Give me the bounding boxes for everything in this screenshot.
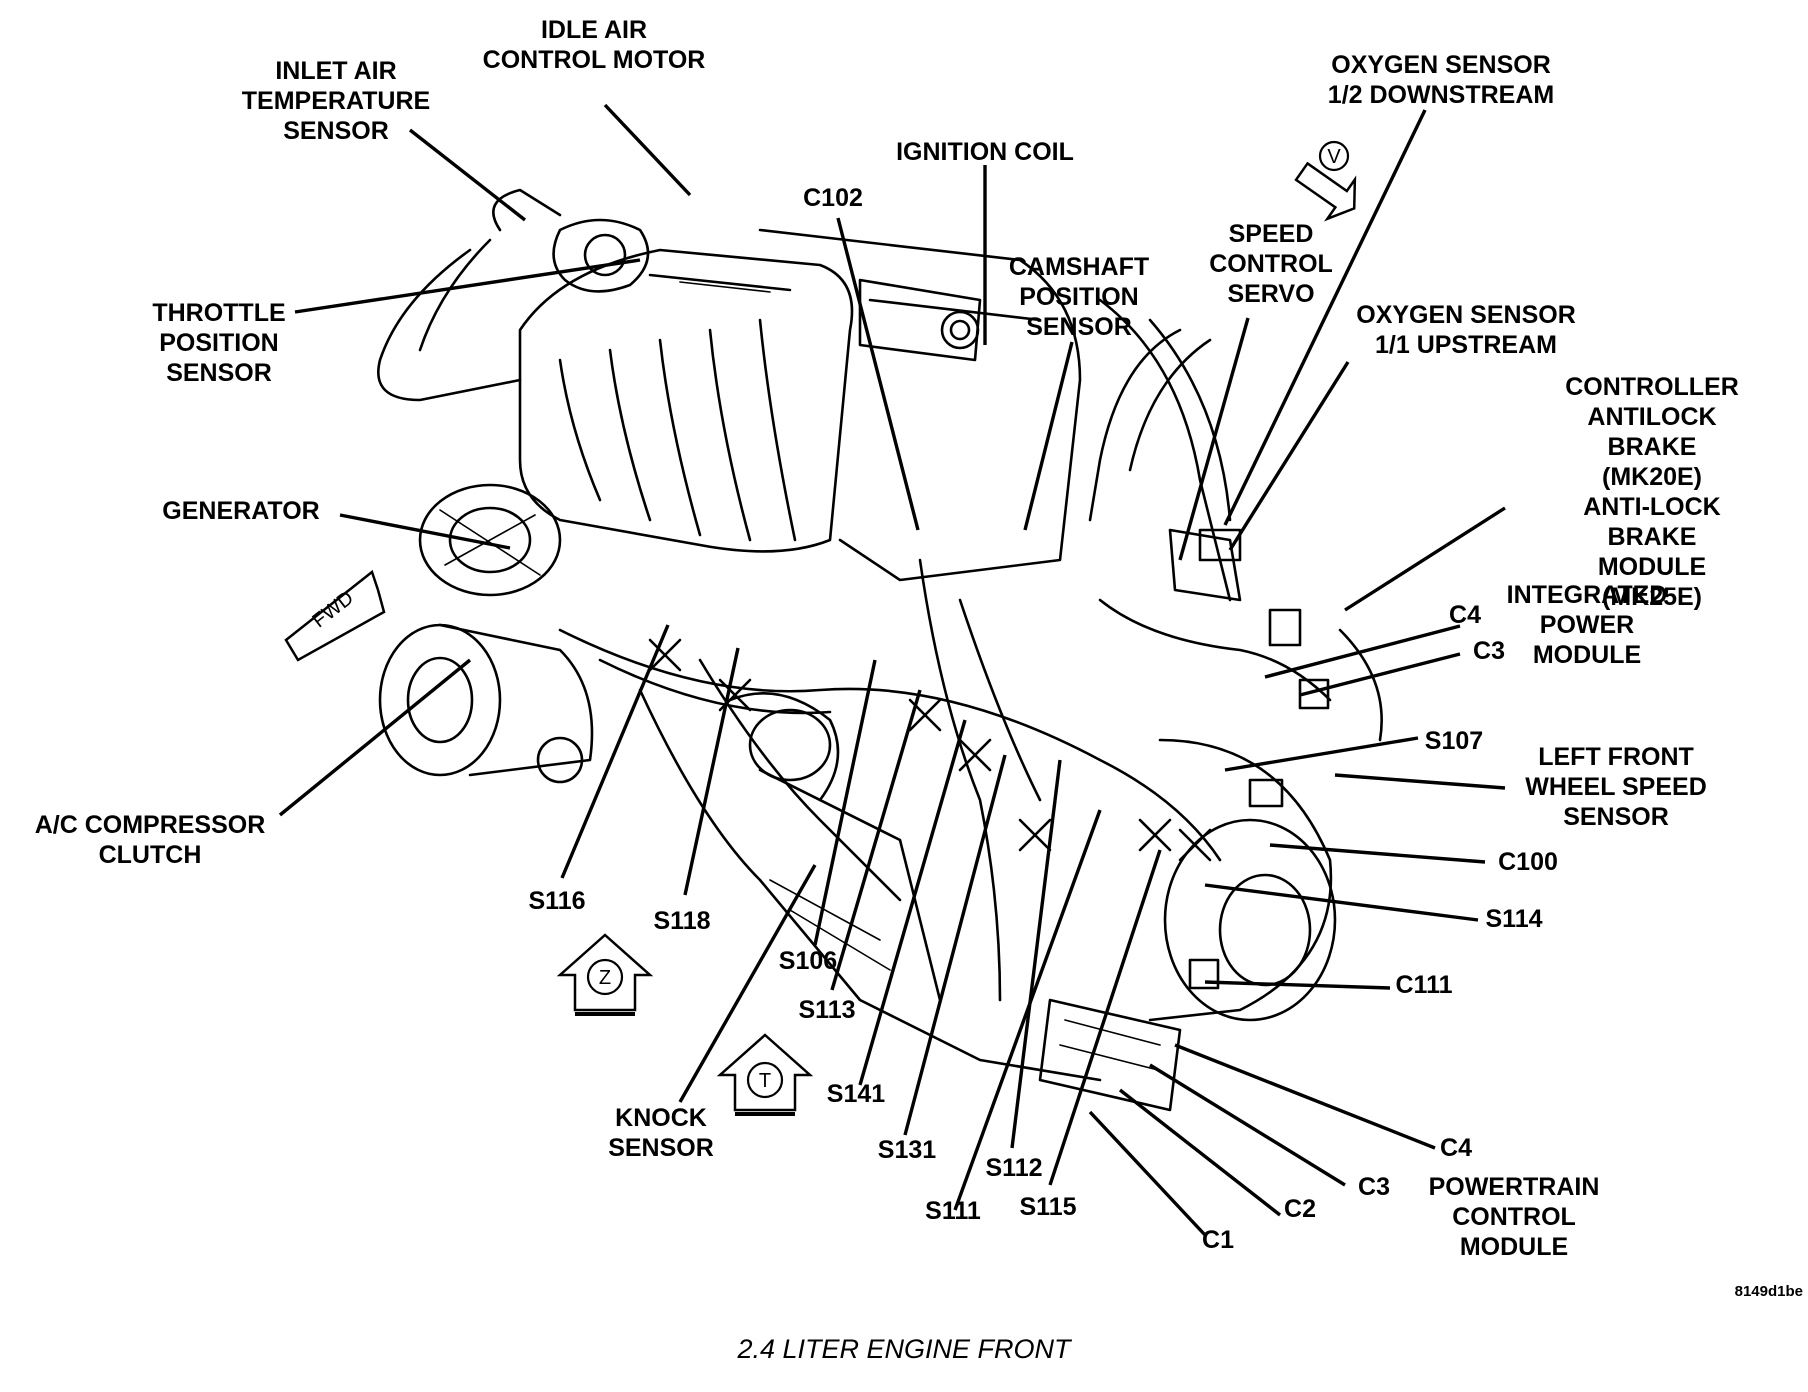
leader-lines — [278, 103, 1506, 1237]
leader-knock — [678, 864, 817, 1103]
leader-c1 — [1088, 1110, 1207, 1237]
leader-s114 — [1204, 883, 1479, 922]
t-direction-text: T — [759, 1070, 771, 1092]
fwd-arrow-icon: FWD — [284, 569, 386, 662]
leader-c3-upper — [1299, 652, 1461, 697]
leader-abs — [1344, 506, 1506, 612]
v-direction-text: V — [1327, 146, 1341, 168]
label-c111: C111 — [1395, 971, 1453, 999]
leader-c4-upper — [1264, 624, 1461, 679]
leader-c111 — [1204, 980, 1391, 990]
t-direction-icon: T — [716, 1033, 814, 1116]
leader-s106 — [813, 659, 877, 946]
label-inlet-air-temperature-sensor: INLET AIR TEMPERATURE SENSOR — [241, 57, 431, 145]
engine-drawing — [377, 188, 1383, 1112]
label-s114: S114 — [1485, 905, 1543, 933]
leader-idle-air — [603, 103, 692, 197]
label-s112: S112 — [985, 1154, 1043, 1182]
leader-c4-lower — [1174, 1043, 1436, 1150]
leader-o2-up — [1228, 361, 1350, 551]
label-integrated-power-module: INTEGRATED POWER MODULE — [1506, 581, 1668, 669]
label-s107: S107 — [1424, 727, 1484, 755]
leader-ac — [278, 658, 472, 817]
leader-c2 — [1118, 1088, 1282, 1217]
leader-s141 — [858, 719, 967, 1086]
label-s111: S111 — [925, 1197, 981, 1225]
label-throttle-position-sensor: THROTTLE POSITION SENSOR — [152, 299, 286, 387]
label-controller-antilock-brake: CONTROLLER ANTILOCK BRAKE (MK20E) ANTI-L… — [1565, 373, 1739, 611]
leader-c102 — [836, 217, 920, 531]
label-s118: S118 — [653, 907, 711, 935]
label-c100: C100 — [1498, 848, 1558, 876]
label-s106: S106 — [778, 947, 838, 975]
leader-s118 — [683, 647, 740, 896]
label-camshaft-position-sensor: CAMSHAFT POSITION SENSOR — [1008, 253, 1150, 341]
label-s113: S113 — [798, 996, 856, 1024]
leader-s107 — [1224, 736, 1419, 772]
figure-caption: 2.4 LITER ENGINE FRONT — [737, 1334, 1071, 1364]
label-left-front-wheel-speed-sensor: LEFT FRONT WHEEL SPEED SENSOR — [1525, 743, 1707, 831]
label-oxygen-sensor-downstream: OXYGEN SENSOR 1/2 DOWNSTREAM — [1327, 51, 1555, 109]
leader-s131 — [903, 754, 1007, 1136]
leader-s115 — [1048, 849, 1162, 1186]
label-c2: C2 — [1284, 1195, 1316, 1223]
leader-s113 — [830, 689, 922, 991]
leader-throttle — [294, 258, 641, 314]
v-direction-icon: V — [1294, 140, 1357, 222]
label-knock-sensor: KNOCK SENSOR — [608, 1104, 714, 1162]
label-ac-compressor-clutch: A/C COMPRESSOR CLUTCH — [34, 811, 266, 869]
z-direction-text: Z — [599, 967, 611, 989]
figure-id: 8149d1be — [1734, 1283, 1803, 1300]
label-s115: S115 — [1019, 1193, 1077, 1221]
label-c3-upper: C3 — [1473, 637, 1505, 665]
label-c102: C102 — [803, 184, 863, 212]
leader-c3-lower — [1149, 1063, 1346, 1187]
label-c4-lower: C4 — [1440, 1134, 1472, 1162]
label-idle-air-control-motor: IDLE AIR CONTROL MOTOR — [482, 16, 706, 74]
label-c3-lower: C3 — [1358, 1173, 1390, 1201]
label-generator: GENERATOR — [162, 497, 320, 525]
label-ignition-coil: IGNITION COIL — [896, 138, 1074, 166]
leader-speed-servo — [1178, 317, 1250, 561]
leader-lfwss — [1334, 773, 1506, 790]
label-s116: S116 — [528, 887, 586, 915]
label-c1: C1 — [1202, 1226, 1234, 1254]
leader-s116 — [560, 624, 670, 879]
leader-o2-down — [1223, 109, 1427, 526]
label-oxygen-sensor-upstream: OXYGEN SENSOR 1/1 UPSTREAM — [1356, 301, 1576, 359]
label-speed-control-servo: SPEED CONTROL SERVO — [1209, 220, 1333, 308]
leader-s112 — [1010, 759, 1062, 1149]
z-direction-icon: Z — [556, 933, 654, 1016]
leader-generator — [339, 513, 511, 550]
label-s131: S131 — [877, 1136, 937, 1164]
leader-camshaft — [1023, 341, 1074, 531]
leader-inlet-air — [408, 128, 527, 222]
label-c4-upper: C4 — [1449, 601, 1481, 629]
label-s141: S141 — [826, 1080, 886, 1108]
leader-c100 — [1269, 843, 1486, 864]
label-powertrain-control-module: POWERTRAIN CONTROL MODULE — [1428, 1173, 1600, 1261]
